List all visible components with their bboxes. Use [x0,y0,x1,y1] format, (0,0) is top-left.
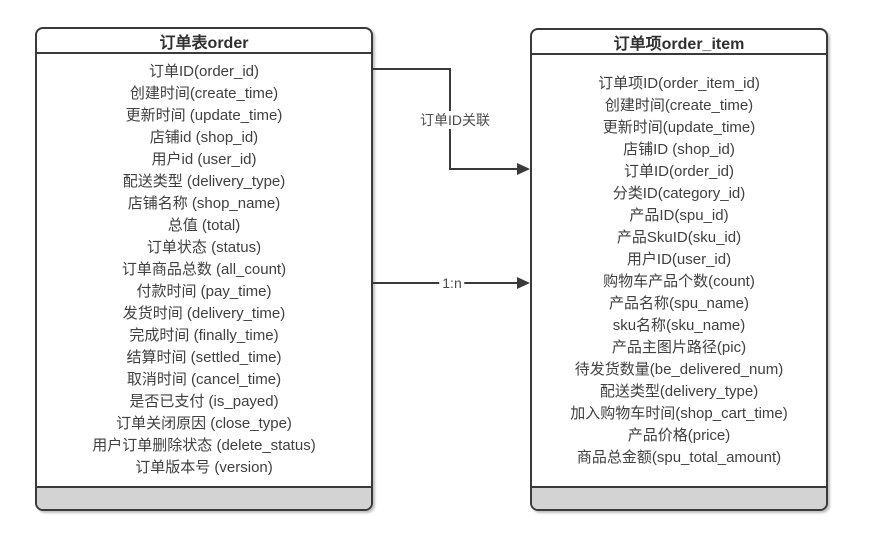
entity-field: 订单商品总数 (all_count) [121,261,287,278]
arrow-right-icon [517,163,530,175]
entity-field: 店铺ID (shop_id) [623,140,735,158]
entity-field: 产品ID(spu_id) [629,206,729,224]
connector-line-segment [449,168,519,170]
connector-label: 1:n [439,274,465,292]
entity-field: 产品主图片路径(pic) [611,338,747,356]
entity-field: 店铺id (shop_id) [149,129,259,146]
entity-field: 订单版本号 (version) [135,459,273,476]
entity-field: 付款时间 (pay_time) [136,283,272,300]
entity-title: 订单项order_item [613,35,745,53]
entity-field: 完成时间 (finally_time) [129,327,279,344]
entity-field: 订单项ID(order_item_id) [598,74,760,92]
entity-field: 产品价格(price) [627,426,731,444]
connector-label: 订单ID关联 [417,111,493,129]
entity-field: 购物车产品个数(count) [603,272,755,290]
entity-header: 订单项order_item [532,30,826,55]
entity-field-list: 订单ID(order_id) 创建时间(create_time) 更新时间 (upd… [37,54,371,486]
entity-field: 发货时间 (delivery_time) [122,305,286,322]
entity-footer [532,486,826,509]
entity-field: 总值 (total) [167,217,241,234]
entity-order-table: 订单表order 订单ID(order_id) 创建时间(create_time)… [35,27,373,511]
entity-field: 订单ID(order_id) [623,162,735,180]
entity-field: 创建时间(create_time) [604,96,754,114]
entity-field: 用户订单删除状态 (delete_status) [92,437,316,454]
entity-field-list: 订单项ID(order_item_id) 创建时间(create_time) 更新时… [532,55,826,486]
entity-field: 待发货数量(be_delivered_num) [574,360,784,378]
entity-field: 订单ID(order_id) [148,63,260,80]
arrow-right-icon [517,277,530,289]
entity-footer [37,486,371,509]
entity-field: 产品SkuID(sku_id) [616,228,742,246]
entity-field: 店铺名称 (shop_name) [127,195,281,212]
entity-field: sku名称(sku_name) [612,316,746,334]
entity-field: 更新时间 (update_time) [125,107,283,124]
entity-field: 订单关闭原因 (close_type) [116,415,292,432]
entity-field: 商品总金额(spu_total_amount) [576,448,782,466]
entity-field: 用户ID(user_id) [626,250,732,268]
entity-title: 订单表order [159,34,249,52]
connector-line-segment [371,68,451,70]
entity-field: 创建时间(create_time) [129,85,279,102]
entity-field: 加入购物车时间(shop_cart_time) [570,404,788,422]
entity-field: 配送类型 (delivery_type) [122,173,286,190]
entity-field: 用户id (user_id) [151,151,257,168]
entity-field: 分类ID(category_id) [612,184,746,202]
entity-field: 产品名称(spu_name) [608,294,750,312]
entity-field: 订单状态 (status) [146,239,262,256]
entity-field: 取消时间 (cancel_time) [126,371,282,388]
entity-field: 结算时间 (settled_time) [126,349,282,366]
entity-field: 是否已支付 (is_payed) [129,393,279,410]
entity-header: 订单表order [37,29,371,54]
entity-field: 配送类型(delivery_type) [599,382,759,400]
entity-field: 更新时间(update_time) [602,118,756,136]
entity-order-item-table: 订单项order_item 订单项ID(order_item_id) 创建时间(c… [530,28,828,511]
